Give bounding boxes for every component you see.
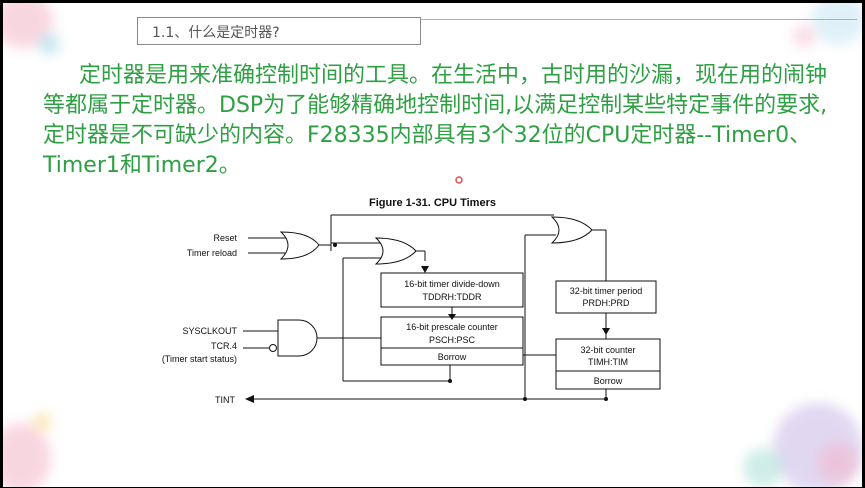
label-divide-down-2: TDDRH:TDDR — [423, 292, 482, 302]
label-prescale-2: PSCH:PSC — [429, 335, 476, 345]
label-timer-start-status: (Timer start status) — [162, 354, 237, 364]
and-gate — [277, 319, 318, 357]
decor-blob — [33, 413, 51, 431]
label-prescale-borrow: Borrow — [438, 352, 467, 362]
title-divider — [421, 19, 857, 20]
label-timer-reload: Timer reload — [187, 248, 237, 258]
divide-down-block — [380, 272, 524, 308]
label-divide-down-1: 16-bit timer divide-down — [404, 279, 500, 289]
arrow-tint — [245, 395, 254, 403]
body-paragraph: 定时器是用来准确控制时间的工具。在生活中，古时用的沙漏，现在用的闹钟等都属于定时… — [43, 63, 828, 178]
label-tint: TINT — [215, 395, 235, 405]
section-title-box: 1.1、什么是定时器? — [137, 17, 421, 45]
label-sysclkout: SYSCLKOUT — [182, 326, 237, 336]
period-block — [555, 280, 657, 314]
label-period-2: PRDH:PRD — [582, 298, 630, 308]
label-tcr4: TCR.4 — [211, 341, 237, 351]
counter-block — [555, 338, 661, 390]
label-prescale-1: 16-bit prescale counter — [406, 322, 498, 332]
figure-title: Figure 1-31. CPU Timers — [369, 197, 496, 209]
junction-dot — [523, 397, 527, 401]
arrow-to-prescale — [448, 314, 456, 320]
and-gate-inverter — [269, 344, 277, 352]
slide: 1.1、什么是定时器? 定时器是用来准确控制时间的工具。在生活中，古时用的沙漏，… — [3, 3, 862, 487]
junction-dot — [604, 397, 608, 401]
junction-dot — [333, 243, 337, 247]
decor-blob — [818, 443, 858, 483]
decor-blob — [3, 423, 51, 487]
or-gate-2 — [374, 237, 417, 265]
decor-blob — [793, 25, 815, 47]
label-counter-borrow: Borrow — [594, 376, 623, 386]
section-title: 1.1、什么是定时器? — [152, 25, 280, 41]
decor-blob — [38, 33, 60, 55]
cursor-icon — [455, 176, 463, 184]
decor-blob — [743, 448, 783, 487]
cpu-timers-diagram: Reset Timer reload SYSCLKOUT TCR.4 (Time… — [162, 214, 661, 405]
or-gate-3 — [550, 216, 593, 244]
arrow-or2-to-divide — [421, 266, 429, 273]
or-gate-1 — [279, 231, 320, 260]
decor-blob — [811, 3, 862, 45]
label-reset: Reset — [213, 233, 237, 243]
label-counter-1: 32-bit counter — [580, 345, 635, 355]
label-counter-2: TIMH:TIM — [588, 357, 628, 367]
prescale-block — [380, 316, 524, 366]
label-period-1: 32-bit timer period — [570, 286, 643, 296]
junction-dot — [448, 379, 452, 383]
arrow-period-to-counter — [602, 328, 610, 335]
